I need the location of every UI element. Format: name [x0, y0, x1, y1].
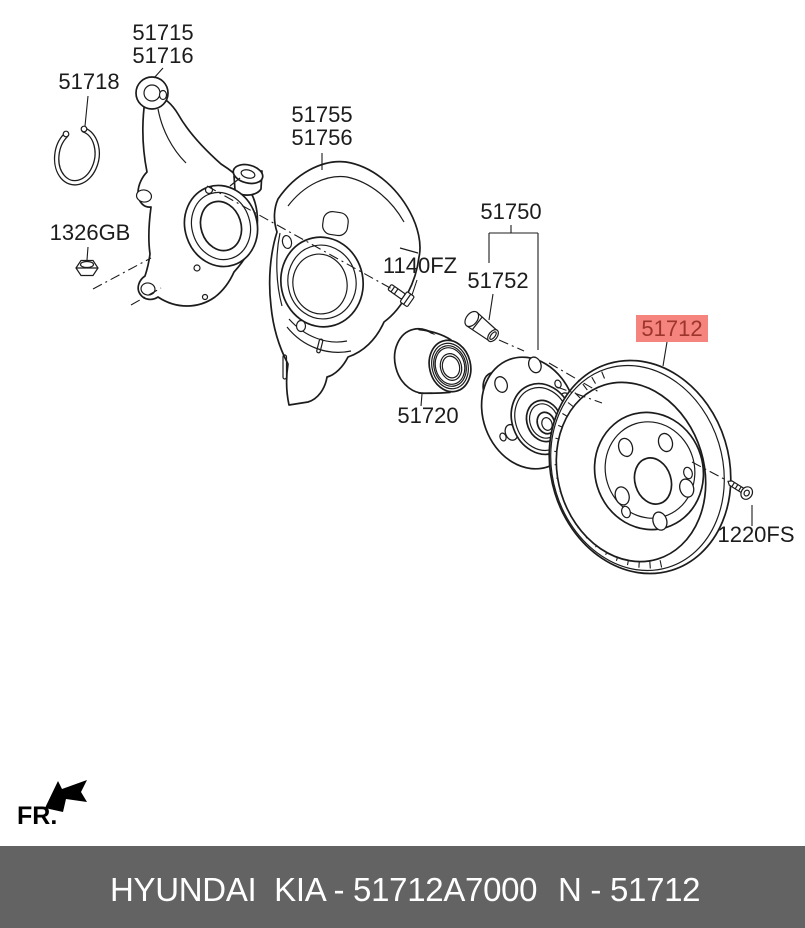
lock-nut[interactable] — [75, 259, 99, 277]
callout-51720[interactable]: 51720 — [397, 403, 458, 428]
callout-51755[interactable]: 51755 — [291, 102, 352, 127]
selected-part-callout[interactable]: 51712 — [636, 315, 708, 342]
footer-background — [0, 846, 805, 928]
callout-51712[interactable]: 51712 — [641, 316, 702, 341]
callout-1220FS[interactable]: 1220FS — [717, 522, 794, 547]
callout-51718[interactable]: 51718 — [58, 69, 119, 94]
front-arrow-icon — [45, 780, 87, 812]
callout-51716[interactable]: 51716 — [132, 43, 193, 68]
steering-knuckle[interactable] — [135, 76, 268, 307]
wheel-bearing[interactable] — [388, 323, 476, 399]
callout-1140FZ[interactable]: 1140FZ — [383, 253, 457, 278]
splash-shield[interactable] — [268, 160, 421, 406]
assembly-centerlines — [92, 185, 727, 481]
disc-lug-holes — [614, 432, 695, 531]
leader-lines — [84, 67, 753, 526]
snap-ring[interactable] — [53, 125, 100, 186]
callout-1326GB[interactable]: 1326GB — [50, 220, 131, 245]
hub-bolt[interactable] — [386, 282, 415, 307]
callout-51756[interactable]: 51756 — [291, 125, 352, 150]
footer-bar: HYUNDAI KIA - 51712A7000 N - 51712 — [0, 846, 805, 928]
footer-part-code: HYUNDAI KIA - 51712A7000 — [110, 871, 537, 908]
highlight-box — [636, 315, 708, 342]
wheel-stud[interactable] — [462, 309, 501, 345]
callout-51752[interactable]: 51752 — [467, 268, 528, 293]
disc-screw[interactable] — [725, 476, 755, 502]
callout-51715[interactable]: 51715 — [132, 20, 193, 45]
footer-part-ref: N - 51712 — [558, 871, 700, 908]
callout-51750[interactable]: 51750 — [480, 199, 541, 224]
brake-disc[interactable] — [523, 338, 756, 597]
front-direction-indicator: FR. — [17, 780, 87, 830]
